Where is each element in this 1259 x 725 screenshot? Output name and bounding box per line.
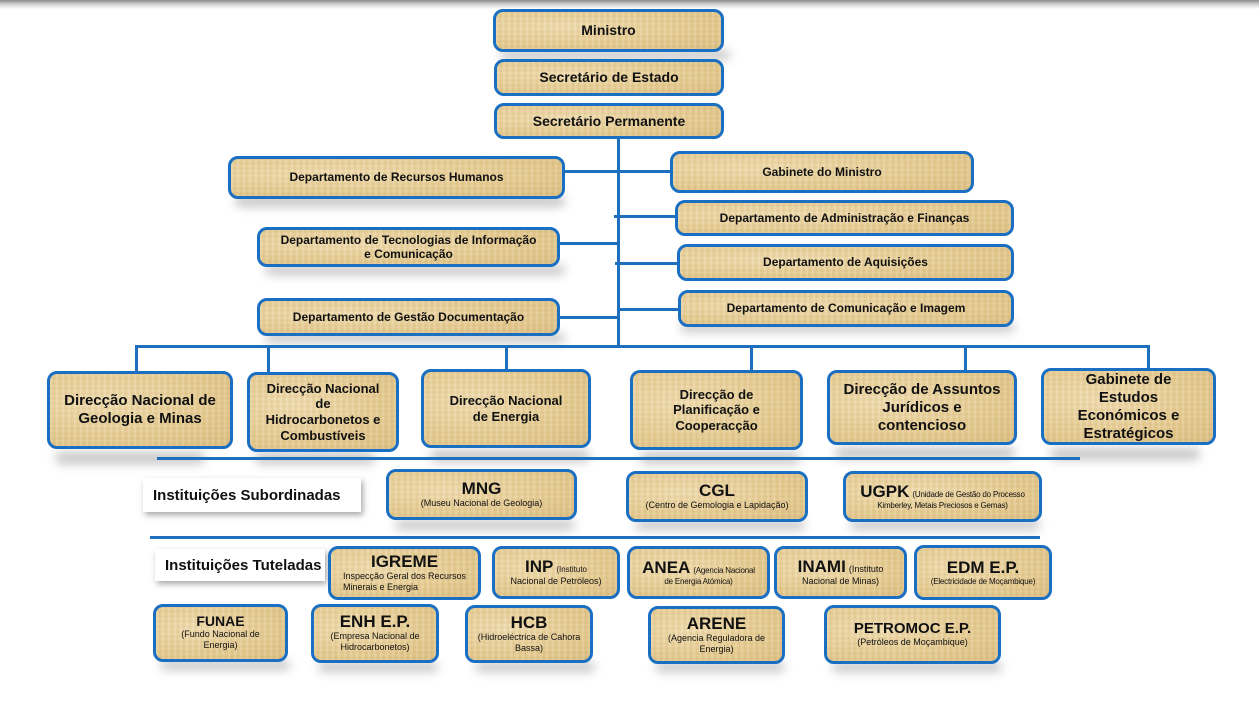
box-ugpk[interactable]: UGPK (Unidade de Gestão do Processo Kimb… [843,471,1042,522]
dept-gestao-documentacao-label: Departamento de Gestão Documentação [292,309,525,324]
gabinete-ministro-label: Gabinete do Ministro [762,164,882,179]
inp-name-part2: Nacional de Petróleos) [510,575,602,586]
box-cgl[interactable]: CGL (Centro de Gemologia e Lapidação) [626,471,808,522]
connector-dgd [559,316,617,319]
dir-planificacao-label: Direcção de Planificação e Cooperacção [673,386,760,433]
box-dept-tecnologias-informacao[interactable]: Departamento de Tecnologias de Informaçã… [257,227,560,267]
box-edm[interactable]: EDM E.P. (Electricidade de Moçambique) [914,545,1052,600]
box-gabinete-ministro[interactable]: Gabinete do Ministro [670,151,974,193]
funae-name: (Fundo Nacional de Energia) [181,629,260,651]
arene-abbr: ARENE [686,613,747,633]
dir-geologia-minas-label: Direcção Nacional de Geologia e Minas [64,392,216,427]
connector-dnhc [267,345,270,373]
connector-dne [505,345,508,370]
dept-aquisicoes-label: Departamento de Aquisições [763,255,928,270]
anea-name-part1: (Agencia Nacional [693,565,755,575]
box-anea[interactable]: ANEA (Agencia Nacional de Energia Atómic… [627,546,770,599]
divider-tutelated [150,536,1040,539]
box-dept-gestao-documentacao[interactable]: Departamento de Gestão Documentação [257,298,560,336]
box-dept-comunicacao-imagem[interactable]: Departamento de Comunicação e Imagem [678,290,1014,327]
enh-name: (Empresa Nacional de Hidrocarbonetos) [330,631,420,653]
box-inami[interactable]: INAMI (Instituto Nacional de Minas) [774,546,907,599]
connector-gee [1147,345,1150,369]
box-inp[interactable]: INP (Instituto Nacional de Petróleos) [492,546,620,599]
inami-abbr: INAMI [797,556,846,576]
box-gabinete-estudos[interactable]: Gabinete de Estudos Económicos e Estraté… [1041,368,1216,445]
dept-administracao-financas-label: Departamento de Administração e Finanças [719,210,970,225]
hcb-abbr: HCB [510,612,548,632]
dir-hidrocarbonetos-label: Direcção Nacional de Hidrocarbonetos e C… [265,380,381,443]
box-dir-assuntos-juridicos[interactable]: Direcção de Assuntos Jurídicos e contenc… [827,370,1017,445]
edm-name: (Electricidade de Moçambique) [930,576,1036,586]
funae-abbr: FUNAE [196,613,245,630]
anea-name-part2: de Energia Atómica) [664,576,733,586]
connector-directorates-horizontal [135,345,1150,348]
mng-abbr: MNG [461,478,502,498]
box-ministro[interactable]: Ministro [493,9,724,52]
arene-name: (Agencia Reguladora de Energia) [667,632,766,654]
enh-abbr: ENH E.P. [339,612,411,632]
connector-gm [618,170,671,173]
connector-rh [563,170,618,173]
igreme-abbr: IGREME [370,551,439,571]
box-arene[interactable]: ARENE (Agencia Reguladora de Energia) [648,606,785,664]
box-secretario-estado-label: Secretário de Estado [539,69,679,86]
inami-name-part1: (Instituto [848,563,884,574]
box-dir-planificacao[interactable]: Direcção de Planificação e Cooperacção [630,370,803,450]
ugpk-name-part1: (Unidade de Gestão do Processo [912,489,1025,499]
box-ministro-label: Ministro [581,22,636,39]
connector-dci [617,308,679,311]
box-mng[interactable]: MNG (Museu Nacional de Geologia) [386,469,577,520]
inp-name-part1: (Instituto [556,564,588,574]
connector-daf [614,215,676,218]
box-dept-administracao-financas[interactable]: Departamento de Administração e Finanças [675,200,1014,236]
window-top-edge [0,0,1259,9]
connector-daj [964,345,967,371]
box-funae[interactable]: FUNAE (Fundo Nacional de Energia) [153,604,288,662]
inami-name-part2: Nacional de Minas) [801,575,880,586]
box-secretario-estado[interactable]: Secretário de Estado [494,59,724,96]
box-dir-hidrocarbonetos[interactable]: Direcção Nacional de Hidrocarbonetos e C… [247,372,399,452]
box-dir-geologia-minas[interactable]: Direcção Nacional de Geologia e Minas [47,371,233,449]
ugpk-abbr: UGPK [860,481,910,501]
box-enh[interactable]: ENH E.P. (Empresa Nacional de Hidrocarbo… [311,604,439,663]
dept-recursos-humanos-label: Departamento de Recursos Humanos [289,170,504,185]
anea-abbr: ANEA [642,557,691,577]
gabinete-estudos-label: Gabinete de Estudos Económicos e Estraté… [1077,370,1180,442]
box-hcb[interactable]: HCB (Hidroeléctrica de Cahora Bassa) [465,605,593,663]
connector-dngm [135,345,138,372]
dept-tecnologias-informacao-label: Departamento de Tecnologias de Informaçã… [280,232,537,261]
box-petromoc[interactable]: PETROMOC E.P. (Petróleos de Moçambique) [824,605,1001,664]
box-igreme[interactable]: IGREME Inspecção Geral dos Recursos Mine… [328,546,481,600]
dept-comunicacao-imagem-label: Departamento de Comunicação e Imagem [726,301,966,316]
connector-main-vertical [617,138,620,348]
dir-assuntos-juridicos-label: Direcção de Assuntos Jurídicos e contenc… [843,380,1001,434]
label-instituicoes-subordinadas: Instituições Subordinadas [143,478,361,512]
label-instituicoes-tuteladas: Instituições Tuteladas [155,549,325,581]
box-dept-recursos-humanos[interactable]: Departamento de Recursos Humanos [228,156,565,199]
igreme-name: Inspecção Geral dos Recursos Minerais e … [343,570,467,592]
cgl-abbr: CGL [699,480,735,500]
edm-abbr: EDM E.P. [946,557,1020,577]
connector-dpc [750,345,753,371]
connector-daq [615,262,677,265]
box-secretario-permanente-label: Secretário Permanente [532,112,686,129]
ugpk-name-part2: Kimberley, Metais Preciosos e Gemas) [877,500,1008,510]
mng-name: (Museu Nacional de Geologia) [420,497,543,508]
box-secretario-permanente[interactable]: Secretário Permanente [494,103,724,139]
inp-abbr: INP [524,556,554,576]
hcb-name: (Hidroeléctrica de Cahora Bassa) [477,631,581,653]
cgl-name: (Centro de Gemologia e Lapidação) [645,499,789,510]
petromoc-abbr: PETROMOC E.P. [853,620,972,637]
divider-subordinate [157,457,1080,460]
connector-dtic [559,242,617,245]
petromoc-name: (Petróleos de Moçambique) [857,636,968,647]
box-dir-energia[interactable]: Direcção Nacional de Energia [421,369,591,448]
dir-energia-label: Direcção Nacional de Energia [449,392,563,424]
box-dept-aquisicoes[interactable]: Departamento de Aquisições [677,244,1014,281]
